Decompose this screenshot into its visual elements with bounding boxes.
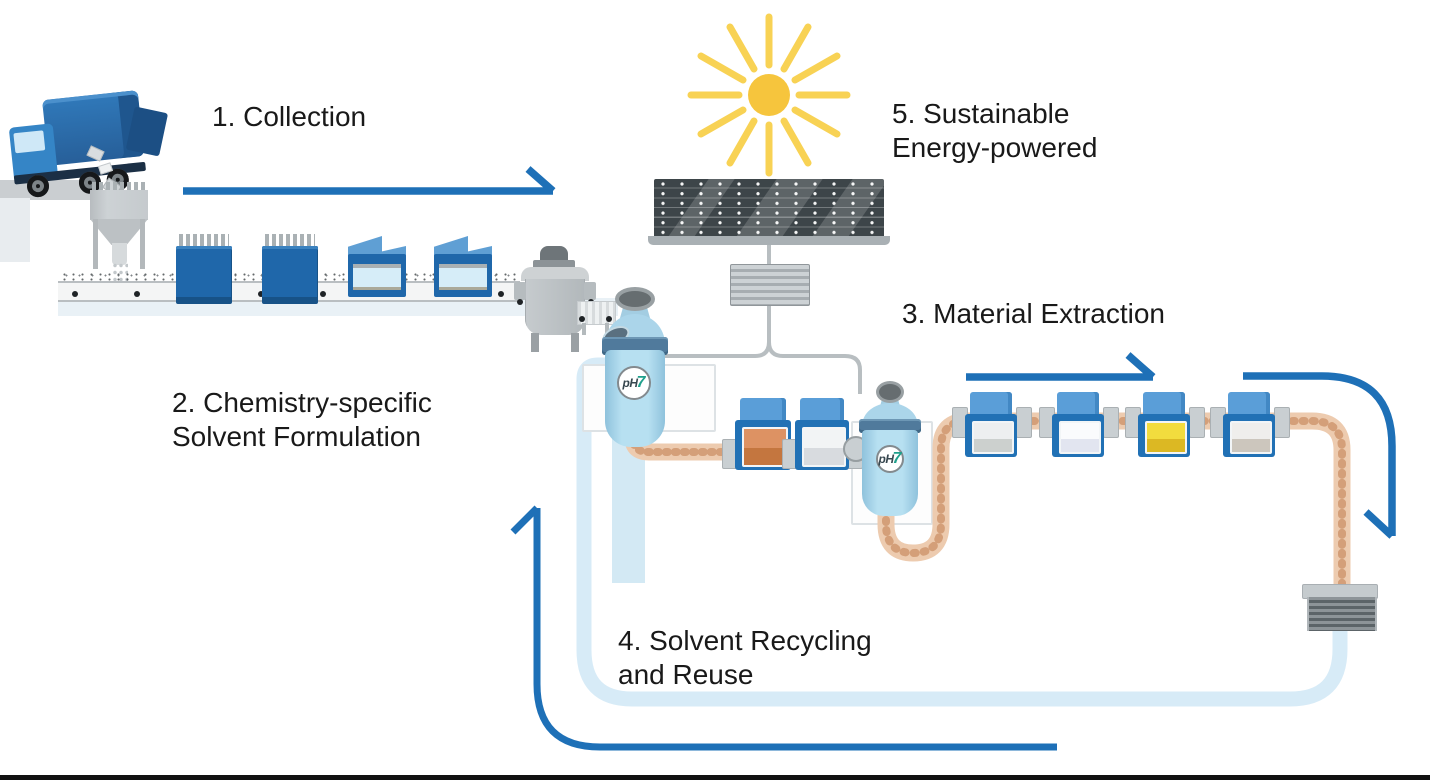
panel-reflection (811, 179, 884, 238)
solvent-tank-2 (862, 430, 918, 516)
step-label-collection: 1. Collection (212, 100, 366, 134)
hopper-leg (140, 219, 145, 269)
vessel-fill-top (974, 423, 1012, 439)
vessel-window (1230, 421, 1272, 454)
power-line-right (767, 341, 862, 394)
tank1-stand (612, 427, 645, 583)
belt-roller (320, 291, 326, 297)
step-label-line: 2. Chemistry-specific (172, 387, 432, 418)
step-label-line: 1. Collection (212, 101, 367, 132)
vessel-fill-top (804, 429, 844, 449)
vessel-fill-top (744, 429, 786, 449)
conveyor-pin (579, 316, 585, 322)
pipe-collar (1016, 407, 1032, 438)
step-label-solvent-formulation: 2. Chemistry-specific Solvent Formulatio… (172, 386, 432, 454)
vessel-window (1059, 421, 1101, 454)
belt-roller (498, 291, 504, 297)
mixer-lid (521, 267, 589, 281)
mixer-leg (571, 333, 579, 352)
vessel-fill-top (1147, 423, 1185, 439)
sun-icon (748, 74, 790, 116)
belt-roller (72, 291, 78, 297)
vessel-fill-bottom (744, 448, 786, 465)
vessel-fill-bottom (974, 438, 1012, 452)
hopper-teeth (92, 182, 146, 192)
solar-panel-frame (648, 236, 890, 245)
step-label-material-extraction: 3. Material Extraction (902, 297, 1165, 331)
vessel-window (802, 427, 846, 467)
vessel-fill-bottom (1147, 438, 1185, 452)
shredder-teeth (265, 234, 315, 248)
step-label-line: 4. Solvent Recycling (618, 625, 872, 656)
truck-platform (0, 180, 98, 200)
step-label-line: Solvent Formulation (172, 421, 422, 452)
platform-apron (0, 198, 30, 262)
hopper-tube (112, 243, 127, 265)
tank1-mouth (615, 287, 655, 311)
mixer-flange (514, 282, 526, 300)
washer-window (439, 264, 487, 290)
mixer-tank (525, 279, 585, 335)
intake-hopper (90, 190, 148, 220)
vessel-fill-top (1232, 423, 1270, 439)
battery-unit (730, 264, 810, 306)
belt-roller (258, 291, 264, 297)
filter-press (1307, 597, 1377, 631)
flange-bolt (517, 299, 523, 305)
vessel-fill-top (1061, 423, 1099, 439)
pipe-collar (1189, 407, 1205, 438)
panel-reflection (667, 179, 735, 238)
tank2-mouth (876, 381, 904, 403)
ph7-logo-text: pH (878, 452, 895, 466)
extraction-arrow (966, 352, 1156, 381)
bottom-border-line (0, 775, 1430, 780)
panel-reflection (735, 179, 823, 238)
mixer-flange (584, 282, 596, 300)
belt-roller (134, 291, 140, 297)
mixer-leg (531, 333, 539, 352)
conveyor-leg (582, 323, 586, 335)
vessel-window (1145, 421, 1187, 454)
step-label-line: 3. Material Extraction (902, 298, 1165, 329)
washer-window (353, 264, 401, 290)
vessel-fill-bottom (1232, 438, 1270, 452)
step-label-line: and Reuse (618, 659, 754, 690)
collection-arrow (183, 166, 556, 195)
power-line-left (662, 341, 771, 358)
step-label-solvent-recycling: 4. Solvent Recycling and Reuse (618, 624, 872, 692)
step-label-line: 5. Sustainable (892, 98, 1070, 129)
conveyor-pin (606, 316, 612, 322)
vessel-fill-bottom (804, 448, 844, 465)
shredder-machine (262, 246, 318, 304)
mixer-cap-base (533, 260, 575, 270)
vessel-fill-bottom (1061, 438, 1099, 452)
pipe-collar (1103, 407, 1119, 438)
vessel-window (972, 421, 1014, 454)
shredder-machine (176, 246, 232, 304)
conveyor-leg (605, 323, 609, 335)
solar-panel (654, 179, 884, 238)
step-label-sustainable-energy: 5. Sustainable Energy-powered (892, 97, 1097, 165)
truck-window (13, 130, 46, 154)
hopper-leg (93, 219, 98, 269)
step-label-line: Energy-powered (892, 132, 1098, 163)
shredder-teeth (179, 234, 229, 248)
ph7-logo-text: pH (622, 376, 639, 390)
pipe-collar (1274, 407, 1290, 438)
truck-chute (125, 106, 169, 157)
